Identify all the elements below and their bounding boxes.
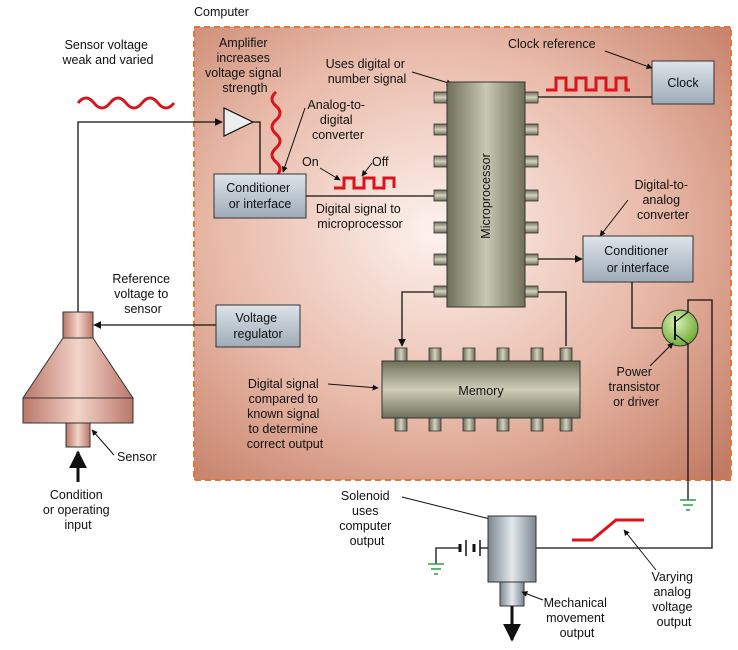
dac-label: Digital-to- analog converter — [635, 178, 692, 222]
amplified-signal-wave — [270, 90, 282, 178]
transistor-to-solenoid-wire — [536, 299, 713, 549]
clock-reference-pointer — [604, 50, 653, 69]
varying-analog-pointer — [623, 529, 657, 571]
off-pointer — [361, 162, 373, 177]
sensor — [22, 311, 134, 448]
memory-chip — [381, 360, 581, 419]
power-transistor — [661, 309, 699, 347]
solenoid-plunger — [499, 581, 525, 607]
digital-compared-pointer — [327, 383, 379, 391]
weak-signal-wave — [76, 96, 176, 110]
sensor-voltage-label: Sensor voltage weak and varied — [61, 38, 153, 67]
off-label: Off — [372, 155, 389, 169]
sensor-label: Sensor — [117, 450, 157, 464]
sensor-signal-wire — [77, 118, 223, 312]
solenoid-pointer — [401, 496, 495, 522]
amplifier-label: Amplifier increases voltage signal stren… — [205, 36, 285, 95]
reference-voltage-label: Reference voltage to sensor — [112, 272, 173, 316]
amplifier-symbol — [223, 107, 255, 137]
digital-compared-label: Digital signal compared to known signal … — [247, 377, 324, 451]
clock-pulse-signal — [546, 76, 630, 92]
computer-label: Computer — [194, 5, 249, 19]
analog-output-signal — [572, 518, 644, 542]
voltage-regulator-box — [215, 304, 301, 348]
voltage-regulator-text: Voltage regulator — [233, 311, 282, 341]
uses-digital-pointer — [411, 71, 453, 86]
conditioner-output-text: Conditioner or interface — [604, 244, 671, 275]
microprocessor-chip — [446, 81, 526, 308]
amplifier-output-wire — [253, 121, 261, 174]
microprocessor-label: Microprocessor — [479, 153, 493, 238]
clock-box — [651, 60, 715, 105]
memory-to-micro-wire — [538, 291, 567, 346]
conditioner-input-text: Conditioner or interface — [226, 181, 293, 211]
adc-label: Analog-to- digital converter — [307, 98, 368, 142]
digital-pulse-signal — [334, 176, 396, 190]
micro-to-memory-wire — [398, 291, 434, 347]
conditioner-output-box — [582, 235, 694, 283]
ground-icon-solenoid — [428, 563, 444, 575]
sensor-pointer — [91, 429, 115, 456]
power-transistor-label: Power transistor or driver — [609, 365, 664, 409]
on-label: On — [302, 155, 319, 169]
varying-analog-label: Varying analog voltage output — [652, 570, 697, 629]
uses-digital-label: Uses digital or number signal — [326, 57, 409, 86]
mechanical-pointer — [521, 591, 544, 601]
ground-icon — [680, 499, 696, 511]
solenoid-body — [487, 515, 537, 583]
clock-reference-label: Clock reference — [508, 37, 596, 51]
battery-icon — [435, 540, 488, 564]
power-transistor-pointer — [649, 342, 674, 367]
memory-bottom-pins — [394, 416, 573, 432]
solenoid-label: Solenoid uses computer output — [339, 489, 395, 548]
digital-to-micro-label: Digital signal to microprocessor — [316, 202, 404, 231]
conditioner-to-transistor-wire — [631, 282, 662, 329]
conditioner-input-box — [213, 173, 307, 219]
clock-box-label: Clock — [667, 76, 699, 90]
transistor-collector — [674, 311, 689, 323]
memory-label: Memory — [458, 384, 504, 398]
dac-pointer — [599, 199, 629, 237]
transistor-emitter — [674, 333, 689, 345]
mechanical-label: Mechanical movement output — [544, 596, 611, 640]
condition-input-label: Condition or operating input — [43, 488, 113, 532]
on-pointer — [319, 167, 341, 181]
adc-pointer — [281, 107, 306, 173]
